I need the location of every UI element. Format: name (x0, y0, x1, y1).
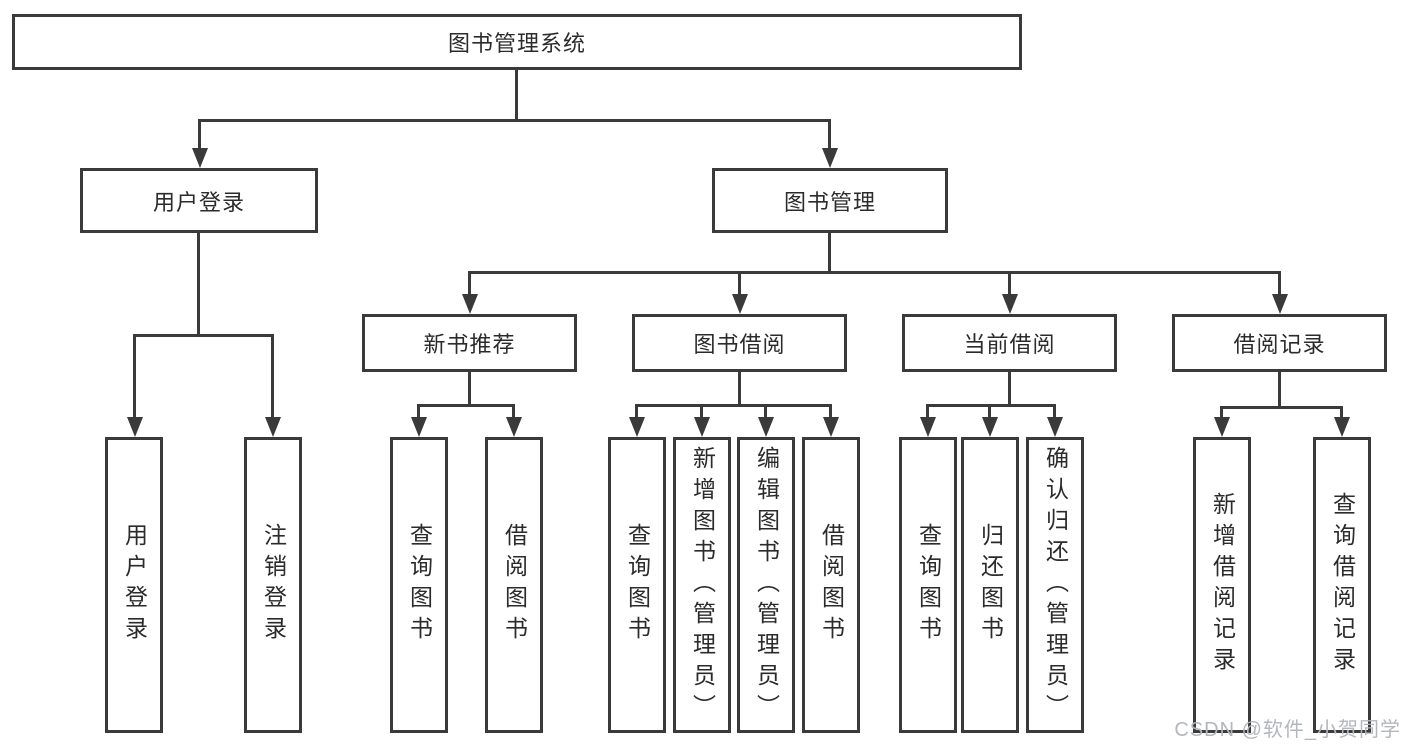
leaf-bb-edit-books-admin: 编辑图书（管理员） (737, 437, 795, 733)
connector-arrow-cb-return (988, 404, 991, 417)
connector-arrow-book-borrow (738, 271, 741, 294)
connector-arrow-borrow-records (1278, 271, 1281, 294)
connector-arrow-cb-query (926, 404, 929, 417)
connector-new-book-stem (468, 370, 471, 407)
node-book-management: 图书管理 (712, 168, 948, 233)
connector-arrow-bb-query (635, 404, 638, 417)
node-user-login: 用户登录 (80, 168, 318, 233)
connector-user-login-branch (133, 334, 274, 337)
connector-current-borrow-branch (926, 404, 1056, 407)
leaf-logout: 注销登录 (244, 437, 302, 733)
connector-book-borrow-stem (738, 370, 741, 407)
leaf-bb-add-books-admin: 新增图书（管理员） (673, 437, 731, 733)
node-root: 图书管理系统 (12, 14, 1022, 70)
connector-book-borrow-branch (635, 404, 832, 407)
connector-arrow-leaf-user-login (133, 334, 136, 417)
connector-user-login-stem (197, 231, 200, 335)
connector-arrow-bb-borrow (829, 404, 832, 417)
connector-arrow-nb-borrow (512, 404, 515, 417)
connector-arrow-br-query (1340, 406, 1343, 417)
connector-borrow-records-branch (1220, 406, 1343, 409)
leaf-nb-query-books: 查询图书 (390, 437, 448, 733)
connector-arrow-book-management (828, 119, 831, 148)
connector-arrow-bb-add (700, 404, 703, 417)
node-book-borrow: 图书借阅 (632, 314, 847, 372)
leaf-nb-borrow-books: 借阅图书 (485, 437, 543, 733)
node-current-borrow: 当前借阅 (902, 314, 1117, 372)
leaf-br-add-record: 新增借阅记录 (1193, 437, 1251, 733)
node-new-book-recommend: 新书推荐 (362, 314, 577, 372)
leaf-cb-query-books: 查询图书 (899, 437, 957, 733)
connector-book-management-branch (468, 271, 1281, 274)
leaf-cb-return-books: 归还图书 (961, 437, 1019, 733)
connector-arrow-br-add (1220, 406, 1223, 417)
connector-arrow-cb-confirm (1053, 404, 1056, 417)
leaf-cb-confirm-return-admin: 确认归还（管理员） (1026, 437, 1084, 733)
leaf-bb-borrow-books: 借阅图书 (802, 437, 860, 733)
connector-arrow-nb-query (417, 404, 420, 417)
connector-book-management-stem (828, 231, 831, 274)
leaf-user-login: 用户登录 (105, 437, 163, 733)
leaf-bb-query-books: 查询图书 (608, 437, 666, 733)
connector-arrow-bb-edit (764, 404, 767, 417)
connector-root-stem (515, 69, 518, 120)
node-borrow-records: 借阅记录 (1172, 314, 1387, 372)
connector-arrow-leaf-logout (271, 334, 274, 417)
connector-new-book-branch (417, 404, 515, 407)
watermark: CSDN @软件_小贺同学 (1174, 719, 1401, 741)
connector-current-borrow-stem (1008, 370, 1011, 407)
connector-arrow-new-book-recommend (468, 271, 471, 294)
connector-arrow-user-login (198, 119, 201, 148)
connector-arrow-current-borrow (1008, 271, 1011, 294)
connector-borrow-records-stem (1278, 370, 1281, 409)
connector-root-branch (198, 119, 831, 122)
leaf-br-query-record: 查询借阅记录 (1313, 437, 1371, 733)
